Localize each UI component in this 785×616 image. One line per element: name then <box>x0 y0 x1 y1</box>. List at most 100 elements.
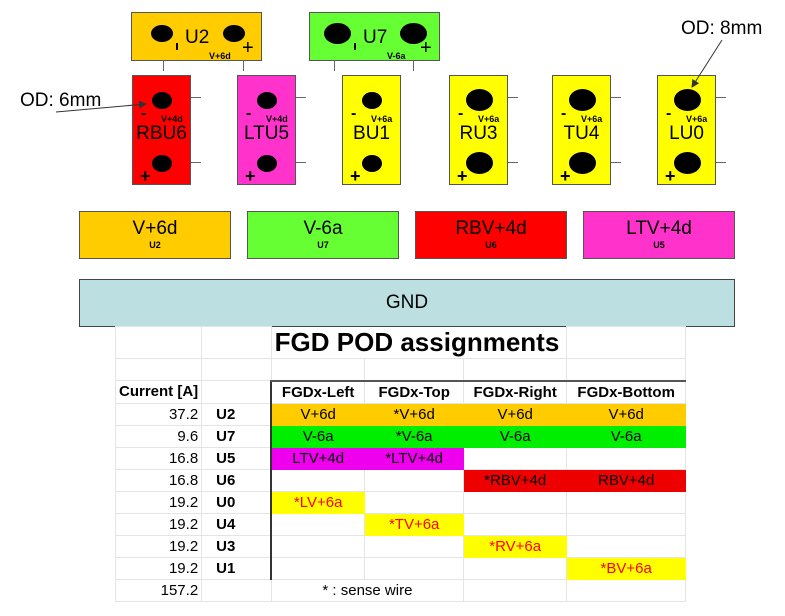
connector-dot <box>152 91 172 109</box>
unit-label: U2 <box>201 402 272 426</box>
rail-label: V-6a <box>387 51 406 61</box>
assignment-cell: *V-6a <box>364 424 465 448</box>
column-header: FGDx-Left <box>270 379 366 404</box>
rail-label: V+6a <box>581 114 603 124</box>
unit-label: U6 <box>201 468 272 492</box>
rail-unit: U6 <box>485 240 497 250</box>
column-header: FGDx-Right <box>463 379 568 404</box>
minus-tick <box>354 43 356 50</box>
assignment-cell <box>566 512 687 536</box>
connector-dot <box>257 154 277 172</box>
current-value: 16.8 <box>114 468 203 492</box>
assignment-cell <box>463 490 568 514</box>
rail-unit: U5 <box>653 240 665 250</box>
lead <box>243 60 244 71</box>
rail-unit: U2 <box>149 240 161 250</box>
assignment-cell: *V+6d <box>364 402 465 426</box>
unit-label: U7 <box>363 27 388 48</box>
plus-sign: + <box>457 166 468 186</box>
od6-arrow <box>55 100 147 113</box>
current-value: 19.2 <box>114 512 203 536</box>
minus-sign: - <box>351 105 357 122</box>
assignment-cell <box>566 490 687 514</box>
connector-dot <box>465 89 493 111</box>
assignment-cell: *LTV+4d <box>364 446 465 470</box>
connector-dot <box>152 154 172 172</box>
current-value: 16.8 <box>114 446 203 470</box>
assignment-cell: *TV+6a <box>364 512 465 536</box>
od8-arrow <box>691 39 723 88</box>
pod-label: LTU5 <box>243 123 290 144</box>
gnd-bar: GND <box>79 279 735 327</box>
current-value: 9.6 <box>114 424 203 448</box>
lead <box>191 162 201 163</box>
empty-cell <box>201 578 272 602</box>
lead <box>163 60 164 71</box>
minus-sign: - <box>561 105 567 122</box>
assignment-cell <box>364 468 465 492</box>
lead <box>191 97 201 98</box>
assignment-cell: RBV+4d <box>566 468 687 492</box>
assignment-cell <box>566 446 687 470</box>
assignment-cell <box>463 512 568 536</box>
minus-sign: - <box>141 105 147 122</box>
lead <box>508 97 518 98</box>
assignment-cell: *RBV+4d <box>463 468 568 492</box>
lead <box>611 97 621 98</box>
arrows <box>55 39 723 113</box>
pod-label: TU4 <box>563 123 600 144</box>
rail-name: LTV+4d <box>626 218 692 239</box>
assignment-cell <box>566 534 687 558</box>
pod-assignment-table: FGD POD assignments Current [A]FGDx-Left… <box>114 326 687 602</box>
pod-label: LU0 <box>669 123 704 144</box>
minus-tick <box>176 43 178 50</box>
assignment-cell: V+6d <box>463 402 568 426</box>
pod-label: BU1 <box>353 123 390 144</box>
assignment-cell <box>270 512 366 536</box>
assignment-cell <box>270 534 366 558</box>
column-header: FGDx-Top <box>364 379 465 404</box>
connector-dot <box>151 25 173 42</box>
connector-dot <box>223 25 245 42</box>
lead <box>296 162 306 163</box>
rail-label: V+6a <box>371 114 393 124</box>
rail-label: V+4d <box>266 114 288 124</box>
minus-sign: - <box>666 105 672 122</box>
connector-dot <box>362 154 382 172</box>
connector-dot <box>465 152 493 174</box>
assignment-cell <box>270 556 366 580</box>
plus-sign: + <box>350 166 361 186</box>
plus-sign: + <box>245 166 256 186</box>
rail-label: V+6a <box>686 114 708 124</box>
column-header: FGDx-Bottom <box>566 379 687 404</box>
unit-label: U1 <box>201 556 272 580</box>
plus-sign: + <box>140 166 151 186</box>
connector-dot <box>324 23 351 44</box>
pod-label: RU3 <box>459 123 498 144</box>
od-6mm-label: OD: 6mm <box>20 90 102 111</box>
current-value: 19.2 <box>114 490 203 514</box>
current-value: 37.2 <box>114 402 203 426</box>
lead <box>334 60 335 71</box>
assignment-cell <box>463 556 568 580</box>
current-value: 19.2 <box>114 556 203 580</box>
assignment-cell <box>364 556 465 580</box>
unit-label: U7 <box>201 424 272 448</box>
assignment-cell: V+6d <box>566 402 687 426</box>
connector-dot <box>257 91 277 109</box>
empty-cell <box>463 578 568 602</box>
od-8mm-label: OD: 8mm <box>681 18 763 39</box>
rail-name: RBV+4d <box>455 218 527 239</box>
sense-wire-note: * : sense wire <box>270 578 465 602</box>
